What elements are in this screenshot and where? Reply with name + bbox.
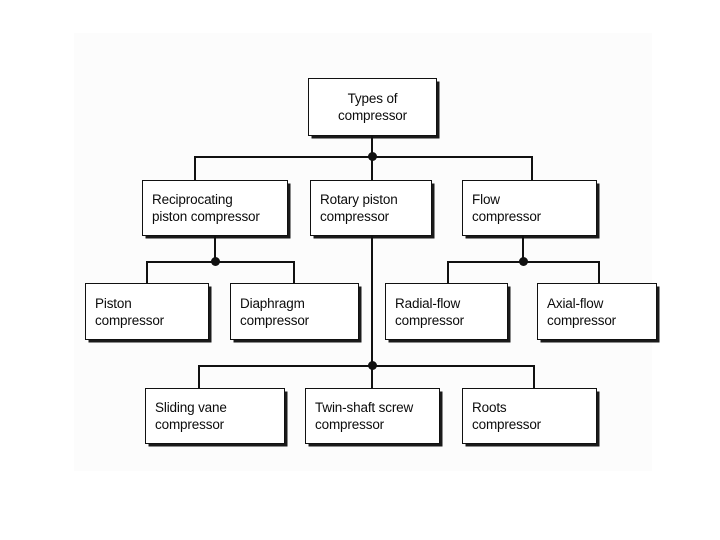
connector-drop-sliding-vane [198,365,200,389]
node-radial-flow-compressor[interactable]: Radial-flow compressor [385,283,508,340]
node-label: Rotary piston compressor [320,192,398,224]
node-label: Radial-flow compressor [395,295,465,328]
connector-reciprocating-stem [214,236,216,263]
connector-level1-bus [194,156,532,158]
node-label: Sliding vane compressor [155,400,227,432]
node-label: Twin-shaft screw compressor [315,400,414,432]
connector-root-stem [371,136,373,158]
node-types-of-compressor[interactable]: Types of compressor [308,78,437,136]
node-diaphragm-compressor[interactable]: Diaphragm compressor [230,283,359,340]
connector-drop-reciprocating [194,156,196,181]
node-label: Flow compressor [472,192,542,224]
connector-drop-axial-flow [598,261,600,284]
connector-drop-roots [533,365,535,389]
connector-drop-rotary [371,156,373,181]
connector-rotary-long-stem [371,236,373,367]
node-label: Axial-flow compressor [547,295,617,328]
connector-drop-piston [146,261,148,284]
connector-reciprocating-bus [146,261,294,263]
node-roots-compressor[interactable]: Roots compressor [462,388,597,444]
node-reciprocating-piston-compressor[interactable]: Reciprocating piston compressor [142,180,288,236]
node-label: Roots compressor [472,400,542,432]
node-flow-compressor[interactable]: Flow compressor [462,180,597,236]
node-rotary-piston-compressor[interactable]: Rotary piston compressor [310,180,432,236]
node-label: Types of compressor [337,91,408,123]
connector-flow-stem [522,236,524,263]
node-sliding-vane-compressor[interactable]: Sliding vane compressor [145,388,285,444]
node-label: Piston compressor [95,295,165,328]
connector-rotary-bus [198,365,534,367]
connector-drop-twin-shaft-screw [371,365,373,389]
junction-reciprocating [211,257,220,266]
connector-drop-diaphragm [293,261,295,284]
node-twin-shaft-screw-compressor[interactable]: Twin-shaft screw compressor [305,388,440,444]
node-piston-compressor[interactable]: Piston compressor [85,283,209,340]
node-label: Reciprocating piston compressor [152,192,260,224]
node-label: Diaphragm compressor [240,295,310,328]
junction-flow [519,257,528,266]
node-axial-flow-compressor[interactable]: Axial-flow compressor [537,283,657,340]
connector-drop-radial-flow [447,261,449,284]
connector-drop-flow [531,156,533,181]
